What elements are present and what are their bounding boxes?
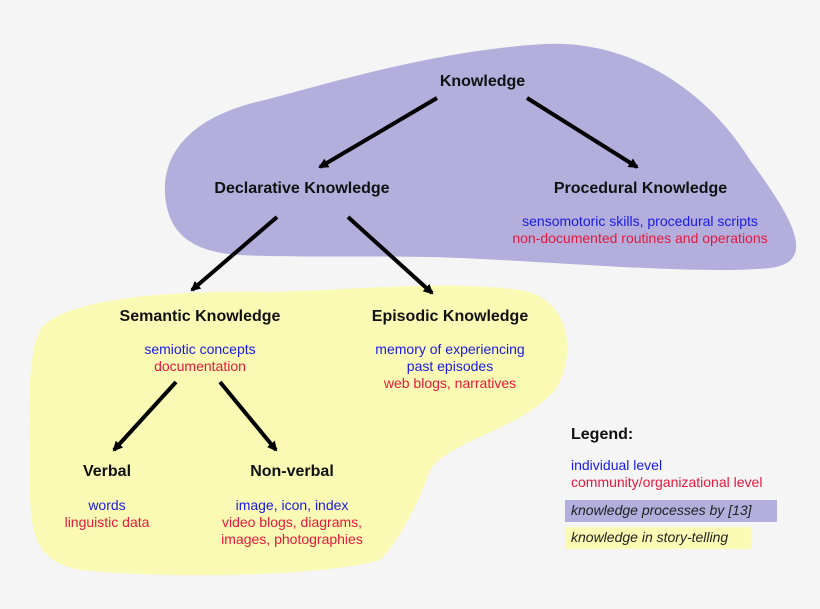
legend-processes-swatch: knowledge processes by [13] <box>565 500 777 522</box>
arrow-declarative-episodic <box>346 215 434 295</box>
legend-community-level: community/organizational level <box>571 474 763 490</box>
verbal-community-line: linguistic data <box>64 514 150 530</box>
episodic-community-line: web blogs, narratives <box>383 375 517 391</box>
verbal-details: words linguistic data <box>42 497 172 531</box>
arrow-semantic-verbal <box>112 380 178 452</box>
semantic-individual-line: semiotic concepts <box>144 341 256 357</box>
node-declarative-knowledge: Declarative Knowledge <box>214 180 390 197</box>
node-knowledge: Knowledge <box>439 73 526 90</box>
procedural-individual-line: sensomotoric skills, procedural scripts <box>522 213 758 229</box>
arrow-knowledge-procedural <box>525 96 639 169</box>
node-non-verbal: Non-verbal <box>250 463 334 480</box>
procedural-community-line: non-documented routines and operations <box>512 230 768 246</box>
arrow-semantic-nonverbal <box>218 380 278 452</box>
node-semantic-knowledge: Semantic Knowledge <box>119 308 281 325</box>
episodic-individual-line: past episodes <box>406 358 494 374</box>
legend-individual-level: individual level <box>571 457 663 473</box>
semantic-community-line: documentation <box>154 358 246 374</box>
node-procedural-knowledge: Procedural Knowledge <box>553 180 728 197</box>
episodic-individual-line: memory of experiencing <box>375 341 525 357</box>
node-episodic-knowledge: Episodic Knowledge <box>371 308 529 325</box>
node-verbal: Verbal <box>82 463 132 480</box>
verbal-individual-line: words <box>88 497 126 513</box>
nonverbal-individual-line: image, icon, index <box>235 497 349 513</box>
storytelling-region <box>29 285 568 576</box>
arrow-declarative-semantic <box>190 215 279 292</box>
nonverbal-community-line: video blogs, diagrams, <box>221 514 363 530</box>
processes-region <box>164 43 797 271</box>
legend-storytelling-swatch: knowledge in story-telling <box>565 527 751 549</box>
procedural-details: sensomotoric skills, procedural scripts … <box>460 213 820 247</box>
episodic-details: memory of experiencing past episodes web… <box>350 341 550 392</box>
semantic-details: semiotic concepts documentation <box>100 341 300 375</box>
arrow-knowledge-declarative <box>318 96 439 169</box>
legend-title: Legend: <box>571 426 634 443</box>
nonverbal-community-line: images, photographies <box>221 531 363 547</box>
nonverbal-details: image, icon, index video blogs, diagrams… <box>192 497 392 548</box>
